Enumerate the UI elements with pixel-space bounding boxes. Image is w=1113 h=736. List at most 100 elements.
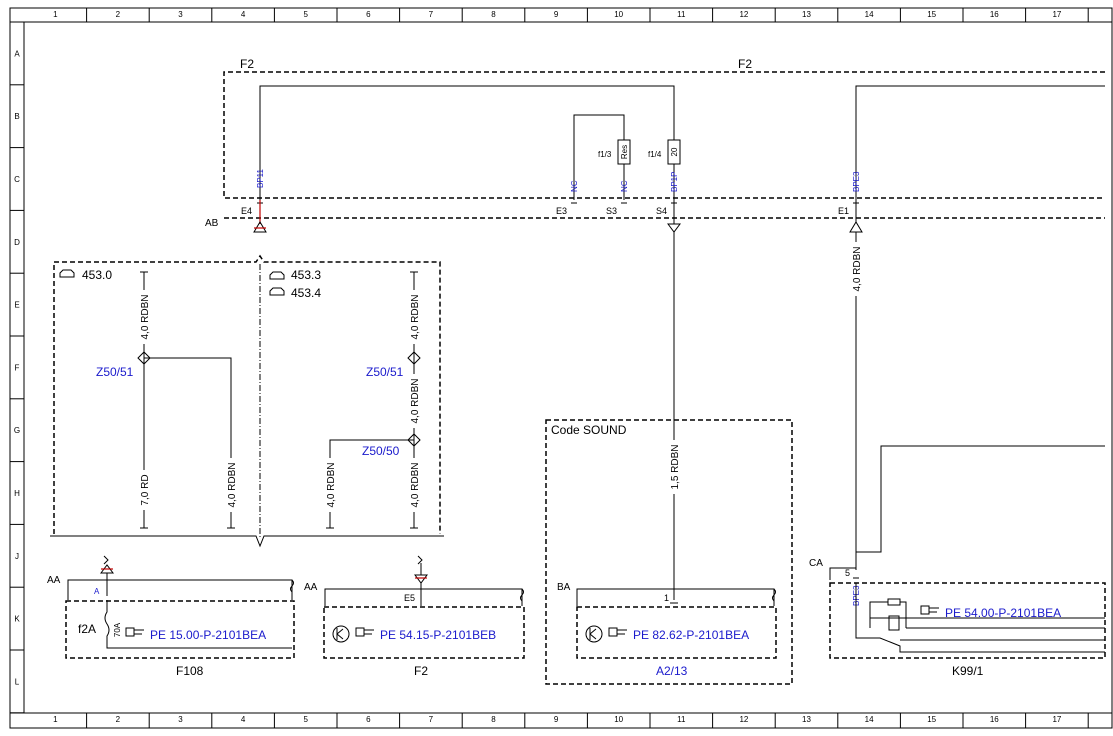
fuse-f2a-value: 70A [113, 622, 122, 637]
grid-column-label: 3 [178, 715, 183, 724]
k99-1-name: K99/1 [952, 664, 984, 678]
fuse-f14-value: 20 [670, 147, 679, 156]
grid-column-label: 6 [366, 715, 371, 724]
drawing-frame [9, 7, 1113, 729]
splice-label-2: Z50/51 [366, 365, 404, 379]
transistor-icon [585, 625, 603, 643]
f2-ref-link[interactable]: PE 54.15-P-2101BEB [380, 628, 496, 642]
grid-column-label: 10 [614, 10, 623, 19]
grid-column-label: 2 [116, 715, 121, 724]
f108-ref-link[interactable]: PE 15.00-P-2101BEA [150, 628, 266, 642]
f2-label-right: F2 [738, 57, 752, 71]
wire-label-8: 1,5 RDBN [670, 444, 681, 489]
pin-e1: E1 [838, 206, 849, 216]
grid-column-label: 17 [1052, 10, 1061, 19]
pin-bp1p: BP1P [670, 172, 679, 192]
wire-label-2: 7,0 RD [140, 474, 151, 505]
grid-column-label: 17 [1052, 715, 1061, 724]
splice-label-3: Z50/50 [362, 444, 400, 458]
pointing-hand-icon[interactable] [608, 627, 627, 637]
code-sound-label: Code SOUND [551, 423, 627, 437]
pin-e4: E4 [241, 206, 252, 216]
grid-column-label: 12 [739, 715, 748, 724]
variant-453-0: 453.0 [82, 268, 112, 282]
fuse-f2a-label: f2A [78, 622, 96, 636]
grid-column-label: 15 [927, 10, 936, 19]
a2-13-name[interactable]: A2/13 [656, 664, 688, 678]
pointing-hand-icon[interactable] [125, 627, 144, 637]
grid-row-label: K [14, 615, 20, 624]
grid-column-label: 10 [614, 715, 623, 724]
grid-column-label: 8 [491, 715, 496, 724]
grid-column-label: 14 [865, 715, 874, 724]
pin-1: 1 [664, 593, 669, 603]
pointing-hand-icon[interactable] [920, 605, 939, 615]
car-icon [269, 271, 285, 296]
grid-row-label: B [14, 112, 19, 121]
aa-label-2: AA [304, 582, 318, 593]
fuse-f13-value: Res [620, 145, 629, 159]
arrow-up-e4 [253, 221, 267, 233]
aa-connector-2 [324, 588, 523, 606]
pin-5: 5 [845, 568, 850, 578]
wire-label-1: 4,0 RDBN [140, 294, 151, 339]
a2-13-ref-link[interactable]: PE 82.62-P-2101BEA [633, 628, 749, 642]
arrow-up-e1 [849, 221, 863, 233]
pin-a: A [94, 587, 100, 596]
grid-column-label: 12 [739, 10, 748, 19]
grid-row-label: L [15, 677, 20, 686]
grid-column-label: 7 [429, 715, 434, 724]
grid-row-label: C [14, 175, 20, 184]
wire-label-6: 4,0 RDBN [326, 462, 337, 507]
pointing-hand-icon[interactable] [355, 627, 374, 637]
aa-label-1: AA [47, 575, 61, 586]
res-wire [573, 114, 625, 200]
column-labels: 1122334455667788991010111112121313141415… [53, 10, 1062, 724]
aa-connector-1 [67, 579, 293, 600]
grid-column-label: 9 [554, 715, 559, 724]
ab-label: AB [205, 218, 219, 229]
k99-1-box [829, 582, 1106, 659]
ca-connector [829, 567, 856, 580]
grid-row-label: F [15, 363, 20, 372]
wire-label-9: 4,0 RDBN [852, 246, 863, 291]
pin-nc-1: NC [570, 180, 579, 192]
grid-row-label: H [14, 489, 20, 498]
grid-column-label: 4 [241, 715, 246, 724]
grid-column-label: 5 [303, 10, 308, 19]
k99-1-ref-link[interactable]: PE 54.00-P-2101BEA [945, 606, 1061, 620]
grid-column-label: 6 [366, 10, 371, 19]
pin-bp11: BP11 [256, 168, 265, 188]
f2-component-box [323, 606, 525, 659]
grid-column-label: 3 [178, 10, 183, 19]
ca-label: CA [809, 558, 823, 569]
grid-column-label: 15 [927, 715, 936, 724]
k991-feed-wire [856, 445, 1105, 553]
grid-column-label: 2 [116, 10, 121, 19]
f2-component-name: F2 [414, 664, 428, 678]
arrow-down-f2 [414, 574, 428, 584]
grid-row-label: G [14, 426, 20, 435]
bpe3-internal-wire [855, 85, 1105, 200]
grid-column-label: 1 [53, 10, 58, 19]
ba-connector [576, 588, 775, 606]
grid-column-label: 7 [429, 10, 434, 19]
splice-z50-50 [407, 433, 421, 447]
grid-column-label: 1 [53, 715, 58, 724]
grid-column-label: 8 [491, 10, 496, 19]
grid-column-label: 5 [303, 715, 308, 724]
fuse-f13-label: f1/3 [598, 150, 612, 159]
fuse-f14-label: f1/4 [648, 150, 662, 159]
grid-row-label: E [14, 301, 19, 310]
grid-column-label: 16 [990, 715, 999, 724]
relay-wiring [855, 583, 1105, 653]
grid-column-label: 13 [802, 10, 811, 19]
pin-s4: S4 [656, 206, 667, 216]
f2-block-outline [223, 71, 1105, 199]
splice-label-1: Z50/51 [96, 365, 134, 379]
grid-row-label: A [14, 49, 20, 58]
grid-column-label: 14 [865, 10, 874, 19]
grid-column-label: 4 [241, 10, 246, 19]
